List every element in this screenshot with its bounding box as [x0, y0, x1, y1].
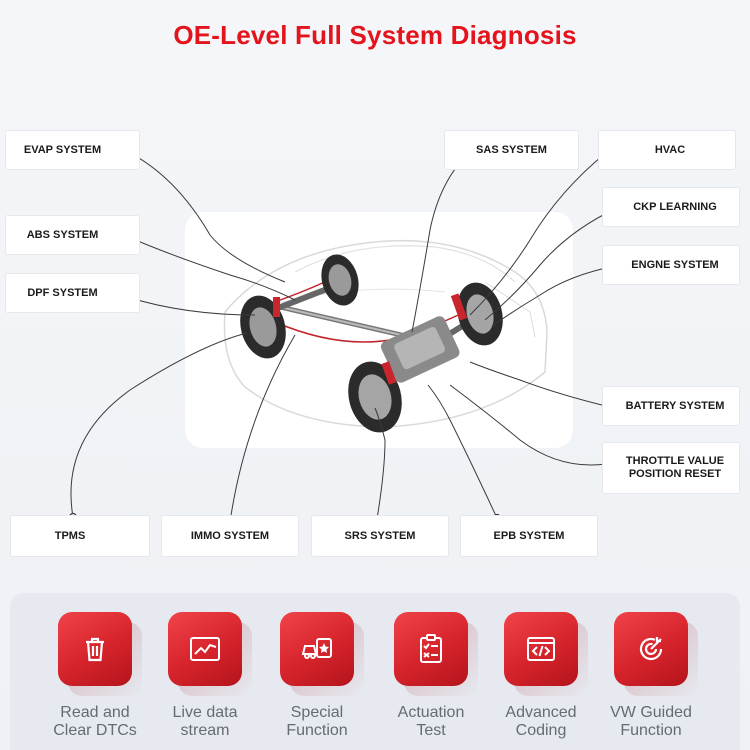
- feature-label-line1: VW Guided: [610, 704, 692, 721]
- callout-ckp-label: CKP LEARNING: [633, 200, 717, 213]
- callout-throttle-line1: THROTTLE VALUE: [625, 455, 725, 467]
- callout-abs-label: ABS SYSTEM: [26, 228, 99, 241]
- target-icon: [614, 612, 688, 686]
- callout-tpms-label: TPMS: [54, 529, 86, 542]
- callout-immo-label: IMMO SYSTEM: [190, 529, 270, 542]
- callout-engine-label: ENGNE SYSTEM: [631, 258, 719, 271]
- callout-epb-system: EPB SYSTEM: [461, 516, 597, 556]
- callout-ckp-learning: CKP LEARNING: [603, 188, 739, 226]
- feature-label-line1: Read and: [60, 704, 130, 721]
- callout-sas-system: SAS SYSTEM: [445, 131, 578, 169]
- car-illustration-panel: [185, 212, 573, 448]
- callout-engine-system: ENGNE SYSTEM: [603, 246, 739, 284]
- callout-dpf-label: DPF SYSTEM: [27, 286, 98, 299]
- feature-label-line2: Clear DTCs: [53, 722, 137, 739]
- feature-actuation-test: Actuation Test: [376, 612, 486, 740]
- callout-evap-system: EVAP SYSTEM: [6, 131, 139, 169]
- feature-label-line1: Live data: [172, 704, 238, 721]
- callout-hvac-label: HVAC: [654, 143, 686, 156]
- callout-abs-system: ABS SYSTEM: [6, 216, 139, 254]
- car-chassis-illustration: [223, 239, 548, 433]
- feature-label-line1: Special: [290, 704, 344, 721]
- callout-throttle-value: THROTTLE VALUE POSITION RESET: [603, 443, 739, 493]
- callout-hvac: HVAC: [599, 131, 735, 169]
- feature-special-function: Special Function: [262, 612, 372, 740]
- feature-label-line2: Test: [416, 722, 446, 739]
- callout-immo-system: IMMO SYSTEM: [162, 516, 298, 556]
- code-icon: [504, 612, 578, 686]
- feature-label-line2: stream: [180, 722, 230, 739]
- callout-battery-system: BATTERY SYSTEM: [603, 387, 739, 425]
- feature-label-line1: Actuation: [397, 704, 465, 721]
- feature-read-clear-dtcs: Read and Clear DTCs: [40, 612, 150, 740]
- callout-dpf-system: DPF SYSTEM: [6, 274, 139, 312]
- car-star-icon: [280, 612, 354, 686]
- checklist-icon: [394, 612, 468, 686]
- page-title: OE-Level Full System Diagnosis: [173, 20, 577, 50]
- callout-srs-label: SRS SYSTEM: [344, 529, 416, 542]
- feature-label-line2: Coding: [515, 722, 567, 739]
- callout-tpms: TPMS: [11, 516, 149, 556]
- feature-vw-guided-function: VW Guided Function: [596, 612, 706, 740]
- feature-label-line1: Advanced: [505, 704, 577, 721]
- feature-label-line2: Function: [286, 722, 348, 739]
- line-graph-icon: [168, 612, 242, 686]
- feature-advanced-coding: Advanced Coding: [486, 612, 596, 740]
- trash-icon: [58, 612, 132, 686]
- callout-battery-label: BATTERY SYSTEM: [625, 399, 725, 412]
- feature-label-line2: Function: [620, 722, 682, 739]
- feature-live-data-stream: Live data stream: [150, 612, 260, 740]
- callout-sas-label: SAS SYSTEM: [476, 143, 547, 156]
- callout-srs-system: SRS SYSTEM: [312, 516, 448, 556]
- callout-evap-label: EVAP SYSTEM: [23, 143, 102, 156]
- callout-throttle-line2: POSITION RESET: [628, 468, 722, 480]
- callout-epb-label: EPB SYSTEM: [493, 529, 565, 542]
